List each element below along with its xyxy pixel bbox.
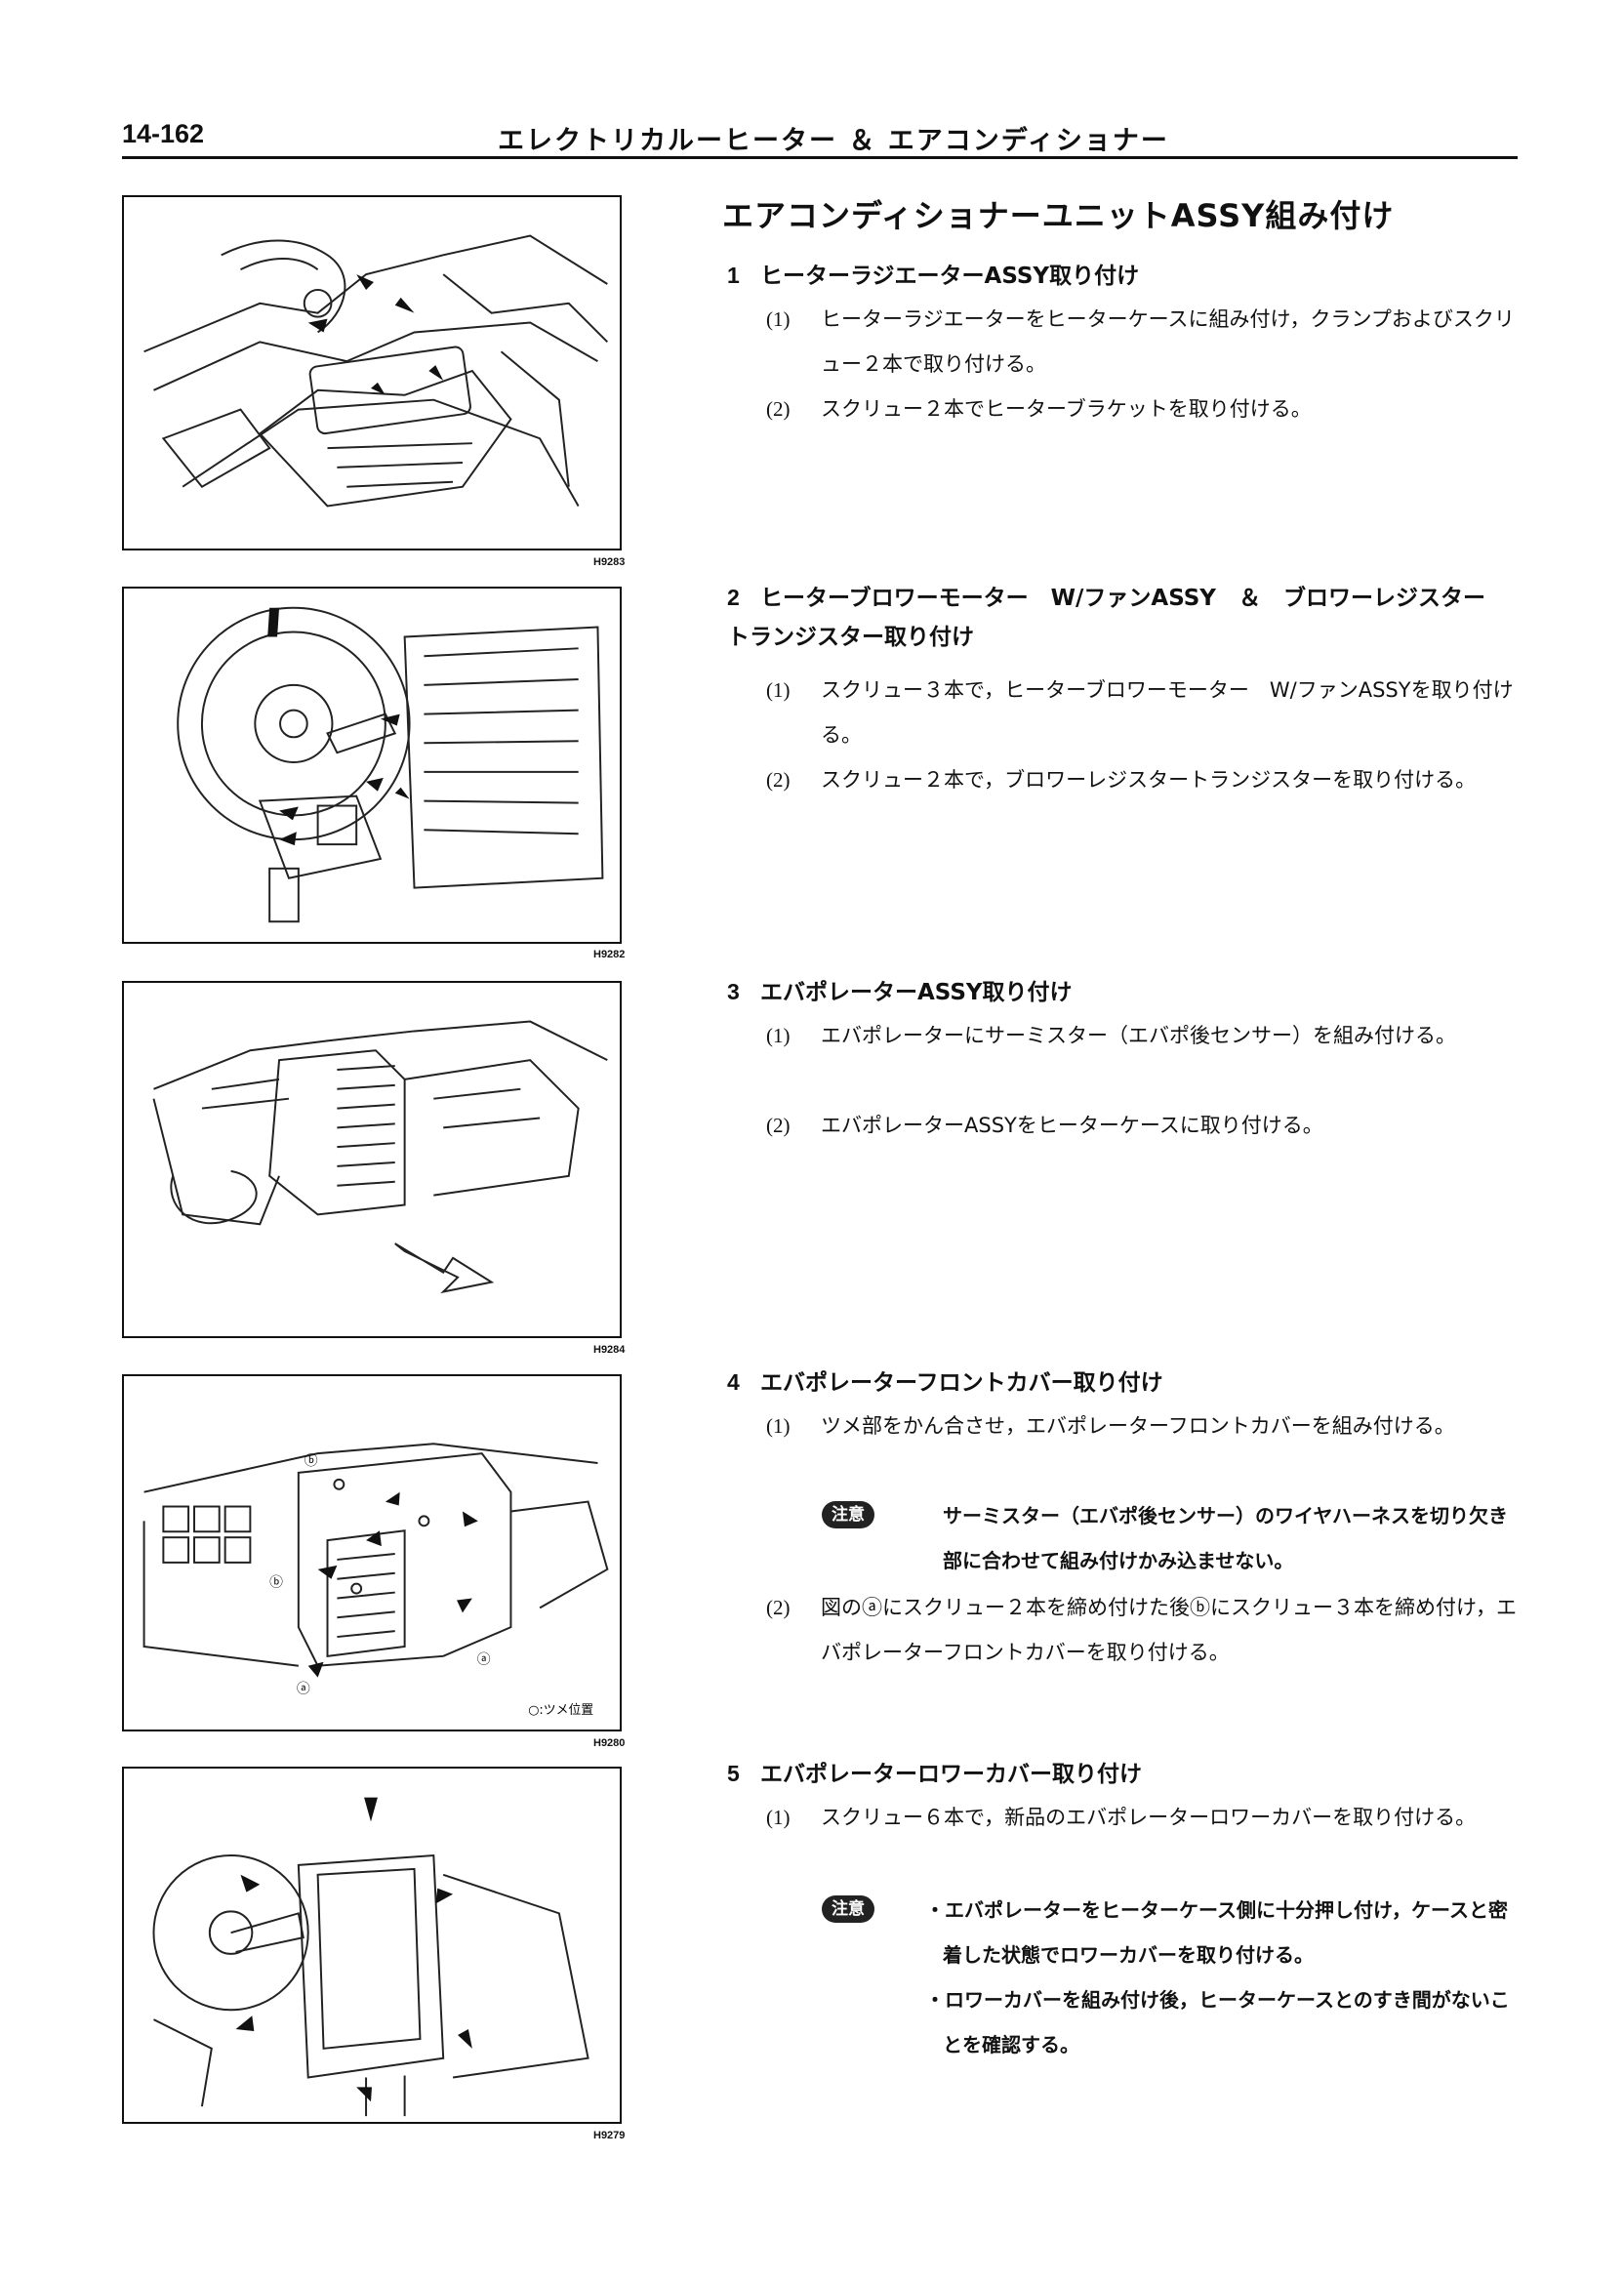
header-rule	[122, 156, 1518, 159]
evaporator-illustration	[152, 1020, 608, 1294]
caution-bullet: ・エバポレーターをヒーターケース側に十分押し付け，ケースと密着した状態でロワーカ…	[925, 1898, 1508, 1967]
label-a: ⓐ	[477, 1652, 491, 1668]
step-5-substep-1: (1)スクリュー６本で，新品のエバポレーターロワーカバーを取り付ける。	[766, 1806, 1477, 1829]
step-2-substep-2: (2)スクリュー２本で，ブロワーレジスタートランジスターを取り付ける。	[766, 768, 1477, 792]
chapter-title: エレクトリカルーヒーター ＆ エアコンディショナー	[498, 126, 1169, 156]
figure-code: H9284	[593, 1344, 626, 1356]
step-3-substep-1: (1)エバポレーターにサーミスター（エバポ後センサー）を組み付ける。	[766, 1024, 1456, 1047]
step-2-substep-1: (1)スクリュー３本で，ヒーターブロワーモーター W/ファンASSYを取り付ける…	[766, 678, 1514, 747]
caution-bullet: ・ロワーカバーを組み付け後，ヒーターケースとのすき間がないことを確認する。	[925, 1988, 1510, 2056]
step-4-substep-1: (1)ツメ部をかん合させ，エバポレーターフロントカバーを組み付ける。	[766, 1414, 1455, 1438]
figure-code: H9282	[593, 949, 626, 960]
figure-code: H9283	[593, 556, 626, 568]
step-5-caution: 注意 ・エバポレーターをヒーターケース側に十分押し付け，ケースと密着した状態でロ…	[822, 1888, 1524, 2067]
heater-radiator-illustration	[143, 234, 609, 508]
evaporator-front-cover-illustration: ⓑ ⓑ ⓐ ⓐ ○:ツメ位置	[142, 1443, 609, 1718]
step-1-substep-1: (1)ヒーターラジエーターをヒーターケースに組み付け，クランプおよびスクリュー２…	[766, 307, 1515, 376]
step-1-substep-2: (2)スクリュー２本でヒーターブラケットを取り付ける。	[766, 397, 1312, 421]
evaporator-lower-cover-illustration	[152, 1797, 589, 2117]
page-number: 14-162	[122, 119, 205, 148]
step-3-substep-2: (2)エバポレーターASSYをヒーターケースに取り付ける。	[766, 1114, 1323, 1137]
caution-badge: 注意	[822, 1895, 874, 1923]
figure-heater-radiator	[122, 195, 622, 550]
label-b: ⓑ	[304, 1453, 318, 1469]
step-4-substep-2: (2)図のⓐにスクリュー２本を締め付けた後ⓑにスクリュー３本を締め付け，エバポレ…	[766, 1596, 1517, 1664]
figure-evaporator-front-cover: ⓑ ⓑ ⓐ ⓐ ○:ツメ位置	[122, 1374, 622, 1731]
figure-blower-motor	[122, 587, 622, 944]
section-title: エアコンディショナーユニットASSY組み付け	[722, 197, 1395, 234]
figure-evaporator	[122, 981, 622, 1338]
page-header: 14-162 エレクトリカルーヒーター ＆ エアコンディショナー	[122, 115, 1518, 160]
figure-evaporator-lower-cover	[122, 1767, 622, 2124]
claw-position-note: ○:ツメ位置	[528, 1703, 593, 1718]
label-b: ⓑ	[269, 1575, 283, 1591]
step-4-caution: 注意 サーミスター（エバポ後センサー）のワイヤハーネスを切り欠き部に合わせて組み…	[822, 1493, 1524, 1583]
blower-motor-illustration	[177, 606, 604, 923]
label-a: ⓐ	[297, 1681, 310, 1696]
figure-code: H9280	[593, 1737, 626, 1749]
figure-code: H9279	[593, 2130, 626, 2141]
caution-badge: 注意	[822, 1501, 874, 1528]
